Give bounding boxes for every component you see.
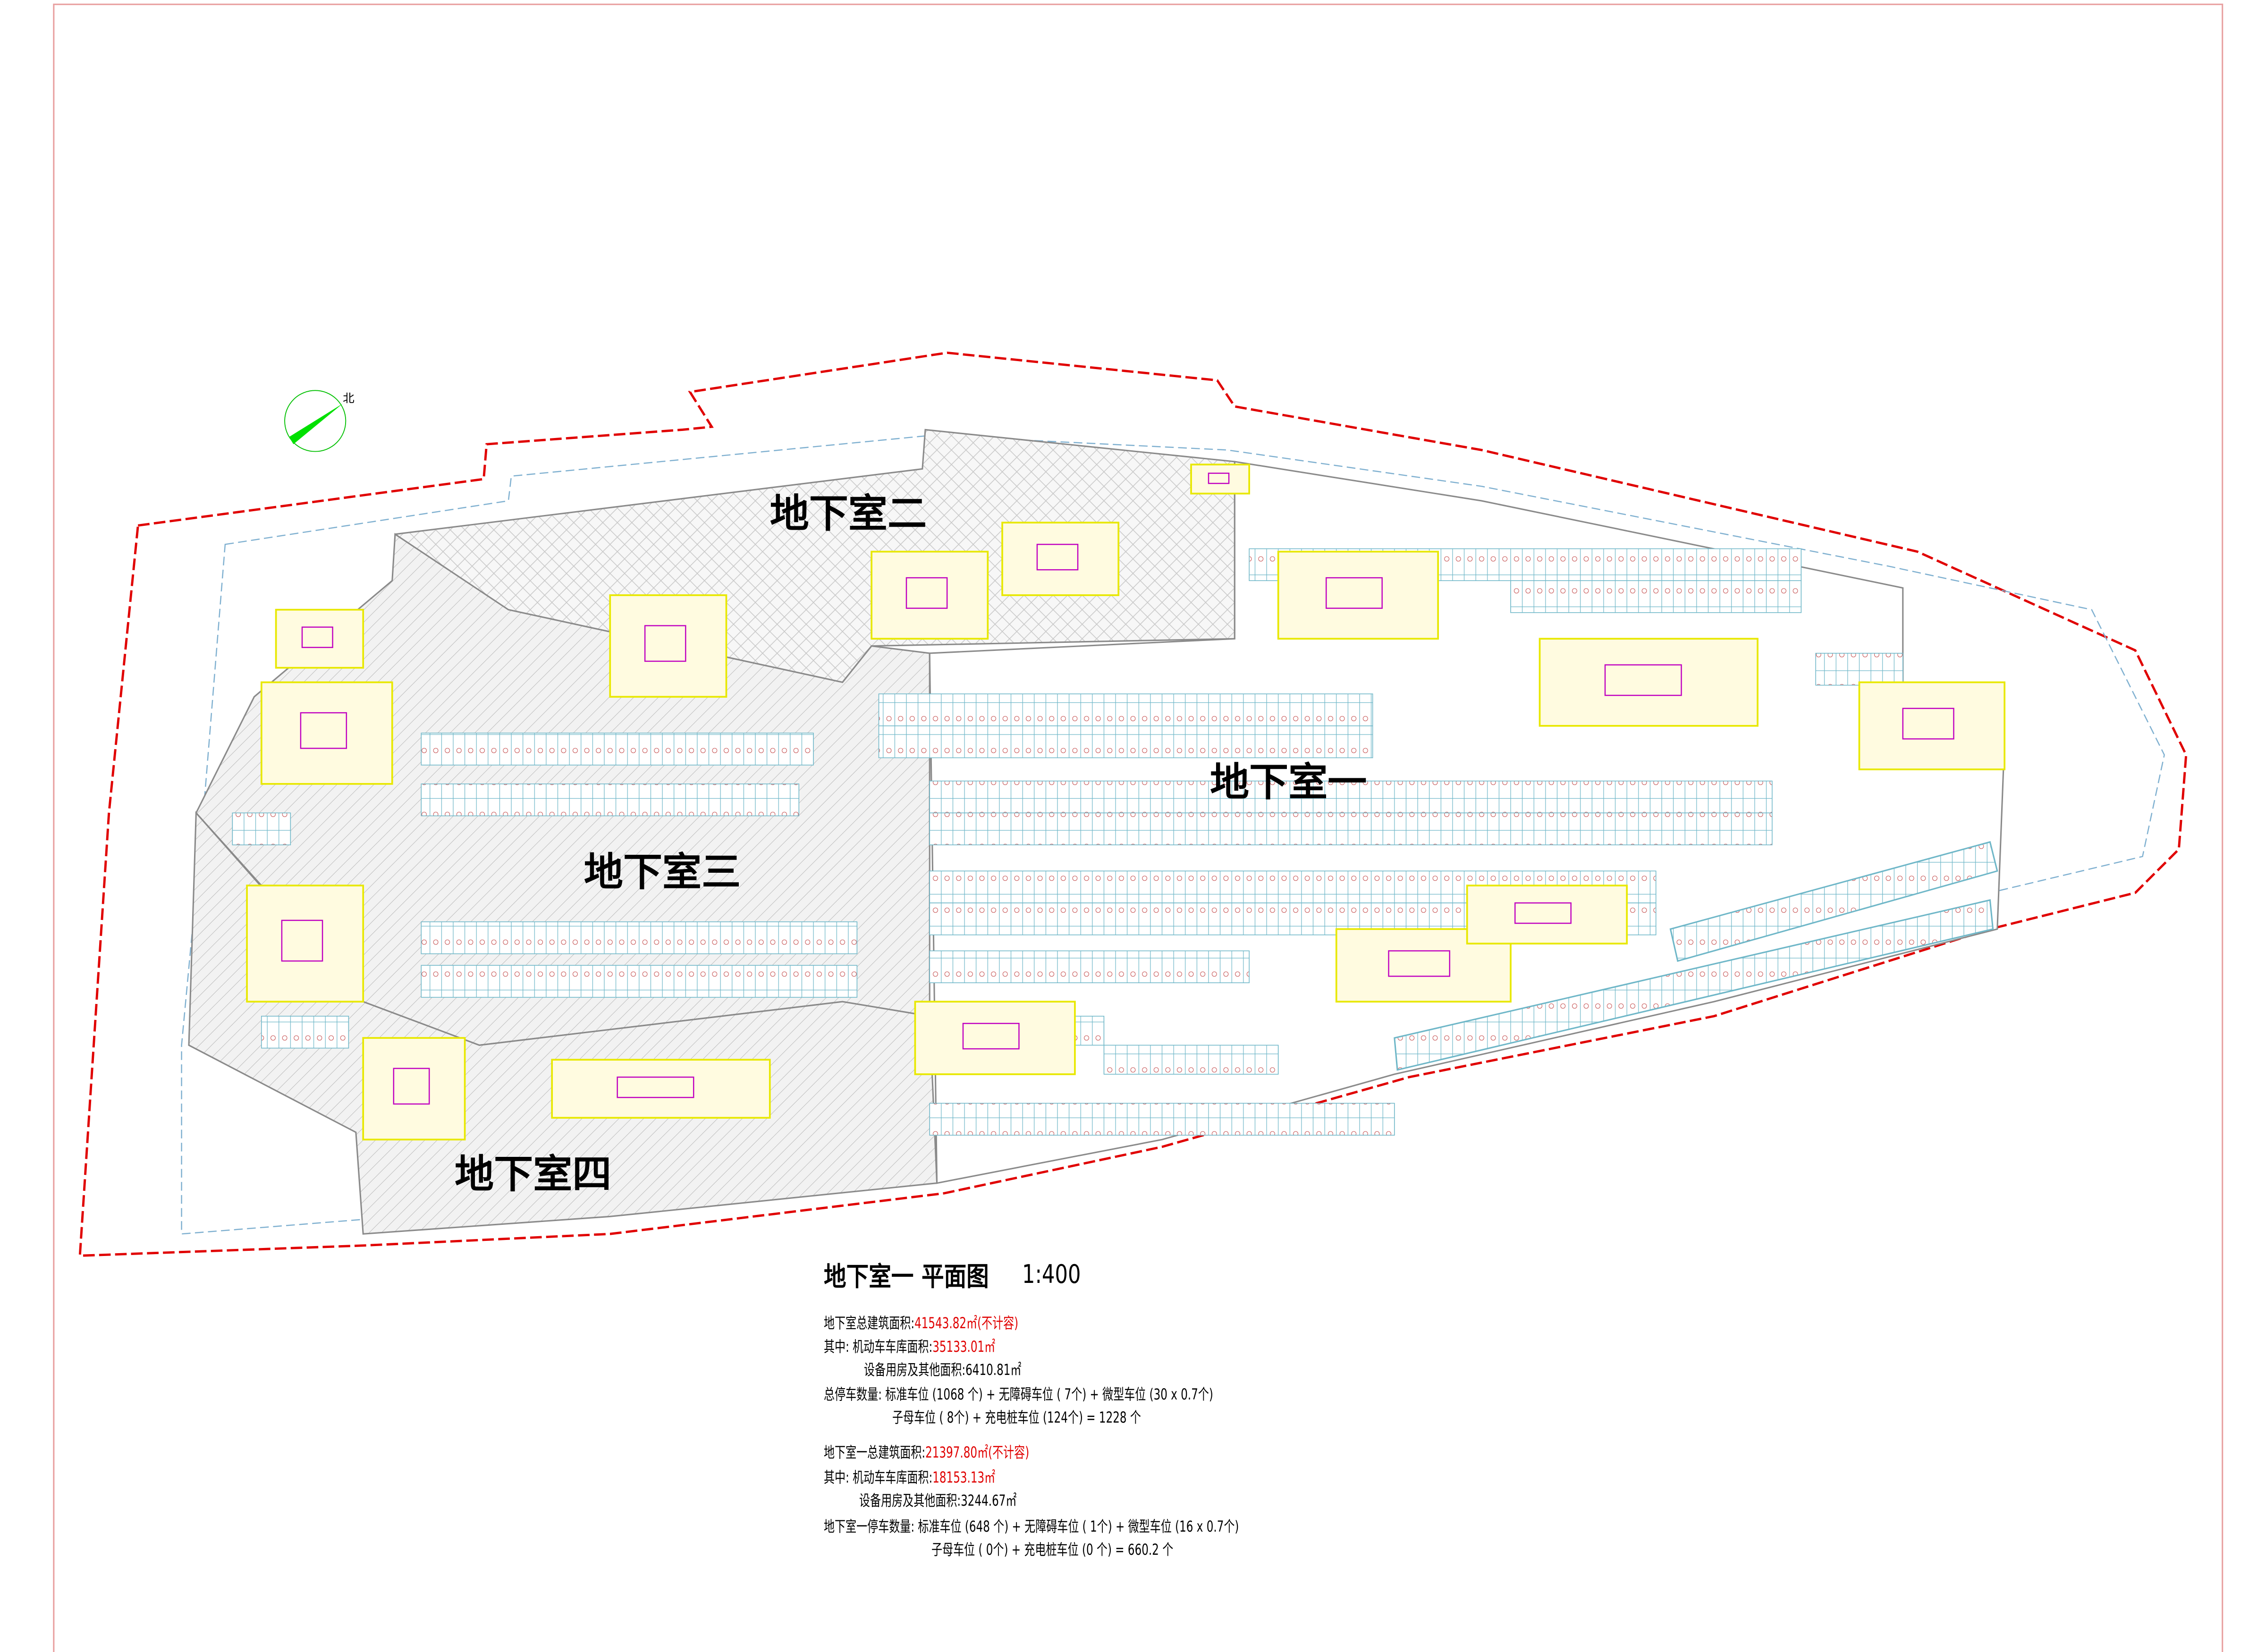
stair-core bbox=[301, 626, 333, 648]
total-parking-line-1: 总停车数量: 标准车位 (1068 个) + 无障碍车位 ( 7个) + 微型车… bbox=[824, 1385, 1213, 1403]
stair-core bbox=[1604, 664, 1682, 696]
stair-core bbox=[393, 1068, 430, 1105]
north-label: 北 bbox=[343, 391, 355, 405]
site-boundary bbox=[78, 351, 2188, 1257]
b1-garage-label: 其中: 机动车车库面积: bbox=[824, 1468, 933, 1486]
building-core bbox=[1858, 681, 2005, 770]
building-core bbox=[246, 885, 364, 1003]
b1-parking-line-1: 地下室一停车数量: 标准车位 (648 个) + 无障碍车位 ( 1个) + 微… bbox=[824, 1517, 1239, 1535]
total-area-line: 地下室总建筑面积:41543.82㎡(不计容) bbox=[824, 1311, 1018, 1333]
building-cores bbox=[246, 464, 2005, 1141]
north-arrow-circle bbox=[284, 390, 347, 452]
building-core bbox=[1190, 464, 1250, 495]
total-garage-value: 35133.01㎡ bbox=[932, 1338, 996, 1356]
stair-core bbox=[617, 1076, 694, 1098]
parking-stall-row bbox=[261, 1016, 349, 1049]
total-garage-line: 其中: 机动车车库面积:35133.01㎡ bbox=[824, 1335, 995, 1357]
total-garage-label: 其中: 机动车车库面积: bbox=[824, 1338, 933, 1356]
parking-stall-row bbox=[929, 950, 1250, 983]
sheet-border bbox=[53, 3, 2224, 1652]
parking-stall-row bbox=[929, 812, 1773, 845]
total-area-label: 地下室总建筑面积: bbox=[824, 1314, 915, 1332]
drawing-scale: 1:400 bbox=[1022, 1259, 1081, 1289]
building-core bbox=[362, 1037, 466, 1141]
b1-area-value: 21397.80㎡(不计容) bbox=[925, 1443, 1030, 1461]
north-arrow-needle-icon bbox=[289, 404, 343, 445]
parking-stall-row bbox=[1394, 899, 1994, 1071]
zone-label-basement-2: 地下室二 bbox=[770, 490, 927, 536]
zone-label-basement-3: 地下室三 bbox=[584, 849, 741, 895]
b1-garage-line: 其中: 机动车车库面积:18153.13㎡ bbox=[824, 1466, 995, 1487]
stair-core bbox=[905, 577, 948, 609]
parking-stall-row bbox=[1510, 580, 1802, 613]
parking-stall-row bbox=[1103, 1045, 1279, 1075]
stair-core bbox=[1514, 902, 1572, 924]
building-core bbox=[1466, 885, 1628, 944]
parking-stall-row bbox=[232, 812, 291, 845]
building-core bbox=[261, 681, 393, 785]
stair-core bbox=[281, 919, 323, 962]
stair-core bbox=[1208, 472, 1230, 484]
b1-garage-value: 18153.13㎡ bbox=[932, 1468, 996, 1486]
stair-core bbox=[644, 625, 686, 662]
parking-stall-row bbox=[878, 693, 1373, 726]
zone-label-basement-1: 地下室一 bbox=[1210, 759, 1367, 805]
total-parking-line-2: 子母车位 ( 8个) + 充电桩车位 (124个) = 1228 个 bbox=[892, 1408, 1141, 1426]
drawing-title: 地下室一 平面图 bbox=[824, 1262, 989, 1292]
stair-core bbox=[300, 712, 347, 749]
parking-stall-row bbox=[421, 965, 858, 998]
stair-core bbox=[1036, 544, 1079, 571]
building-core bbox=[871, 550, 989, 640]
parking-stall-row bbox=[929, 1103, 1395, 1136]
b1-equipment-area: 设备用房及其他面积:3244.67㎡ bbox=[859, 1492, 1017, 1509]
building-core bbox=[914, 1001, 1076, 1075]
stair-core bbox=[1902, 708, 1954, 740]
stair-core bbox=[962, 1023, 1020, 1050]
parking-stall-row bbox=[421, 921, 858, 954]
stair-core bbox=[1326, 577, 1383, 609]
building-core bbox=[1001, 522, 1120, 596]
total-area-value: 41543.82㎡(不计容) bbox=[914, 1314, 1019, 1332]
building-core bbox=[1539, 638, 1759, 727]
parking-stall-row bbox=[1815, 653, 1903, 686]
parking-stall-row bbox=[421, 733, 814, 766]
building-core bbox=[609, 594, 727, 698]
parking-stall-row bbox=[878, 725, 1373, 759]
total-equipment-area: 设备用房及其他面积:6410.81㎡ bbox=[864, 1361, 1022, 1379]
parking-stall-row bbox=[1669, 841, 1998, 962]
parking-stall-row bbox=[421, 784, 800, 817]
north-arrow: 北 bbox=[284, 390, 355, 452]
b1-area-line: 地下室一总建筑面积:21397.80㎡(不计容) bbox=[824, 1441, 1029, 1462]
building-core bbox=[1277, 550, 1439, 640]
building-core bbox=[275, 608, 364, 669]
stair-core bbox=[1388, 950, 1450, 977]
building-core bbox=[551, 1059, 771, 1119]
b1-area-label: 地下室一总建筑面积: bbox=[824, 1443, 926, 1461]
b1-parking-line-2: 子母车位 ( 0个) + 充电桩车位 (0 个) = 660.2 个 bbox=[931, 1541, 1174, 1559]
zone-label-basement-4: 地下室四 bbox=[455, 1151, 611, 1197]
